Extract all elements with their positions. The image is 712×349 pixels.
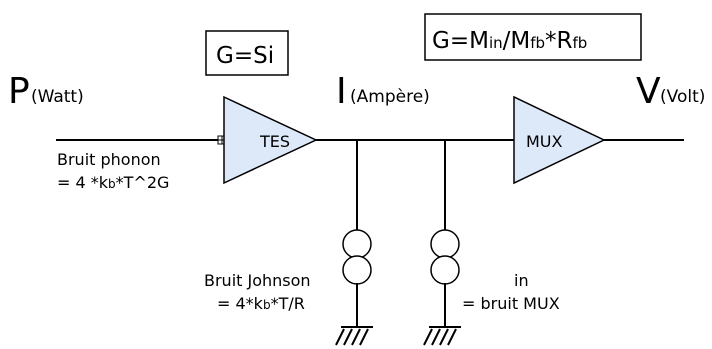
johnson-noise-line2: = 4*kb*T/R <box>217 294 305 313</box>
mux-gain-star: *R <box>545 28 573 54</box>
mux-gain-sub-fb1: fb <box>530 34 545 52</box>
johnson-ground-icon <box>335 326 373 346</box>
mux-gain-text: G=Min/Mfb*Rfb <box>432 28 587 54</box>
mux-noise-line2: = bruit MUX <box>462 294 560 313</box>
power-unit: (Watt) <box>31 87 84 107</box>
mux-gain-main: G=M <box>432 28 489 54</box>
mux-gain-sub-fb2: fb <box>573 34 588 52</box>
mux-noise-branch <box>423 140 461 346</box>
johnson-source-lower <box>342 255 372 285</box>
mux-noise-source-lower <box>430 255 460 285</box>
tes-amplifier <box>223 95 318 185</box>
tes-label: TES <box>259 132 290 151</box>
mux-noise-line1: in <box>514 271 529 290</box>
mux-gain-box <box>424 13 642 61</box>
mux-amplifier <box>513 95 606 185</box>
mux-ground-icon <box>423 326 461 346</box>
power-letter: P <box>8 71 30 112</box>
mux-gain-slash: /M <box>503 28 531 54</box>
voltage-letter: V <box>636 71 661 112</box>
phonon-noise-line2: = 4 *kb*T^2G <box>57 173 169 192</box>
johnson-source-upper <box>342 229 372 259</box>
phonon-noise-line1: Bruit phonon <box>57 150 161 169</box>
tes-gain-text: G=Si <box>216 43 274 69</box>
johnson-noise-line1: Bruit Johnson <box>204 271 311 290</box>
current-unit: (Ampère) <box>350 87 430 107</box>
current-letter: I <box>336 71 347 112</box>
mux-gain-sub-in: in <box>489 34 503 52</box>
mux-label: MUX <box>526 132 563 151</box>
mux-noise-source-upper <box>430 229 460 259</box>
voltage-unit: (Volt) <box>660 87 705 107</box>
johnson-noise-branch <box>335 140 373 346</box>
tes-gain-box <box>205 30 289 76</box>
